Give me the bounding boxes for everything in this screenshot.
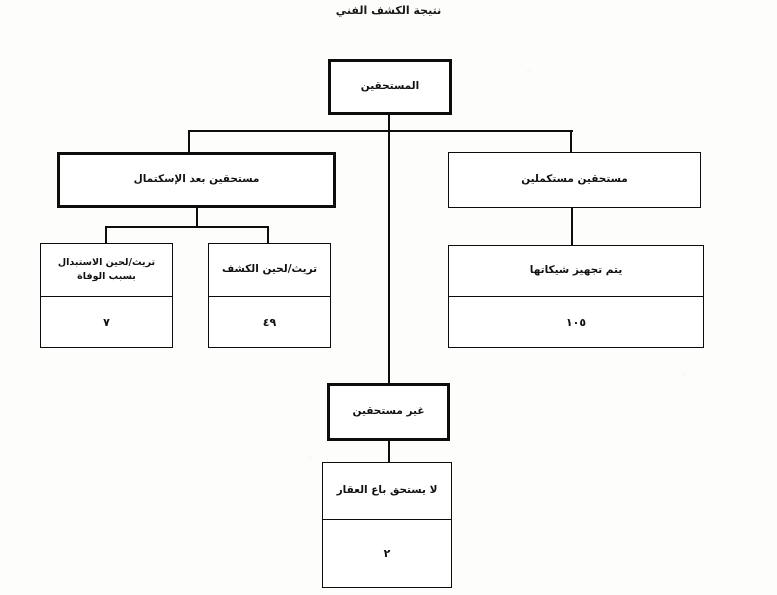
connector-to-hold-until-inspection: [267, 226, 269, 244]
connector-to-eligible-after-completion: [188, 130, 190, 154]
node-hold-replacement-death-label: تريث/لحين الاستبدال بسبب الوفاة: [57, 257, 156, 282]
node-hold-until-inspection-label: تريث/لحين الكشف: [221, 263, 318, 276]
node-sold-property-value: ٢: [323, 519, 451, 587]
connector-level1-bar: [189, 130, 573, 132]
node-sold-property[interactable]: لا يستحق باع العقار ٢: [322, 462, 452, 588]
node-hold-until-inspection-value: ٤٩: [209, 296, 330, 347]
node-hold-replacement-death[interactable]: تريث/لحين الاستبدال بسبب الوفاة ٧: [40, 243, 173, 348]
node-eligible-completed[interactable]: مستحقين مستكملين: [448, 152, 701, 208]
connector-left-branch-bar: [105, 226, 269, 228]
connector-root-trunk: [388, 114, 390, 383]
node-sold-property-label: لا يستحق باع العقار: [336, 484, 438, 497]
node-root-eligible[interactable]: المستحقين: [328, 59, 452, 115]
node-hold-until-inspection[interactable]: تريث/لحين الكشف ٤٩: [208, 243, 331, 348]
connector-to-hold-replacement-death: [105, 226, 107, 244]
node-checks-prepared-label: يتم تجهيز شيكاتها: [529, 264, 623, 277]
node-not-eligible-label: غير مستحقين: [352, 405, 425, 418]
page-title: نتيجة الكشف الفني: [335, 4, 442, 17]
node-not-eligible[interactable]: غير مستحقين: [327, 383, 450, 441]
node-checks-prepared-value: ١٠٥: [449, 296, 703, 347]
node-checks-prepared[interactable]: يتم تجهيز شيكاتها ١٠٥: [448, 245, 704, 348]
connector-to-checks-prepared: [571, 206, 573, 246]
node-root-eligible-label: المستحقين: [360, 80, 420, 93]
connector-to-eligible-completed: [570, 130, 572, 153]
node-eligible-after-completion[interactable]: مستحقين بعد الإسكتمال: [57, 152, 336, 208]
connector-left-branch-trunk: [196, 206, 198, 228]
connector-to-sold-property: [388, 440, 390, 463]
node-eligible-after-completion-label: مستحقين بعد الإسكتمال: [133, 173, 260, 186]
node-eligible-completed-label: مستحقين مستكملين: [521, 173, 628, 186]
node-hold-replacement-death-value: ٧: [41, 296, 172, 347]
